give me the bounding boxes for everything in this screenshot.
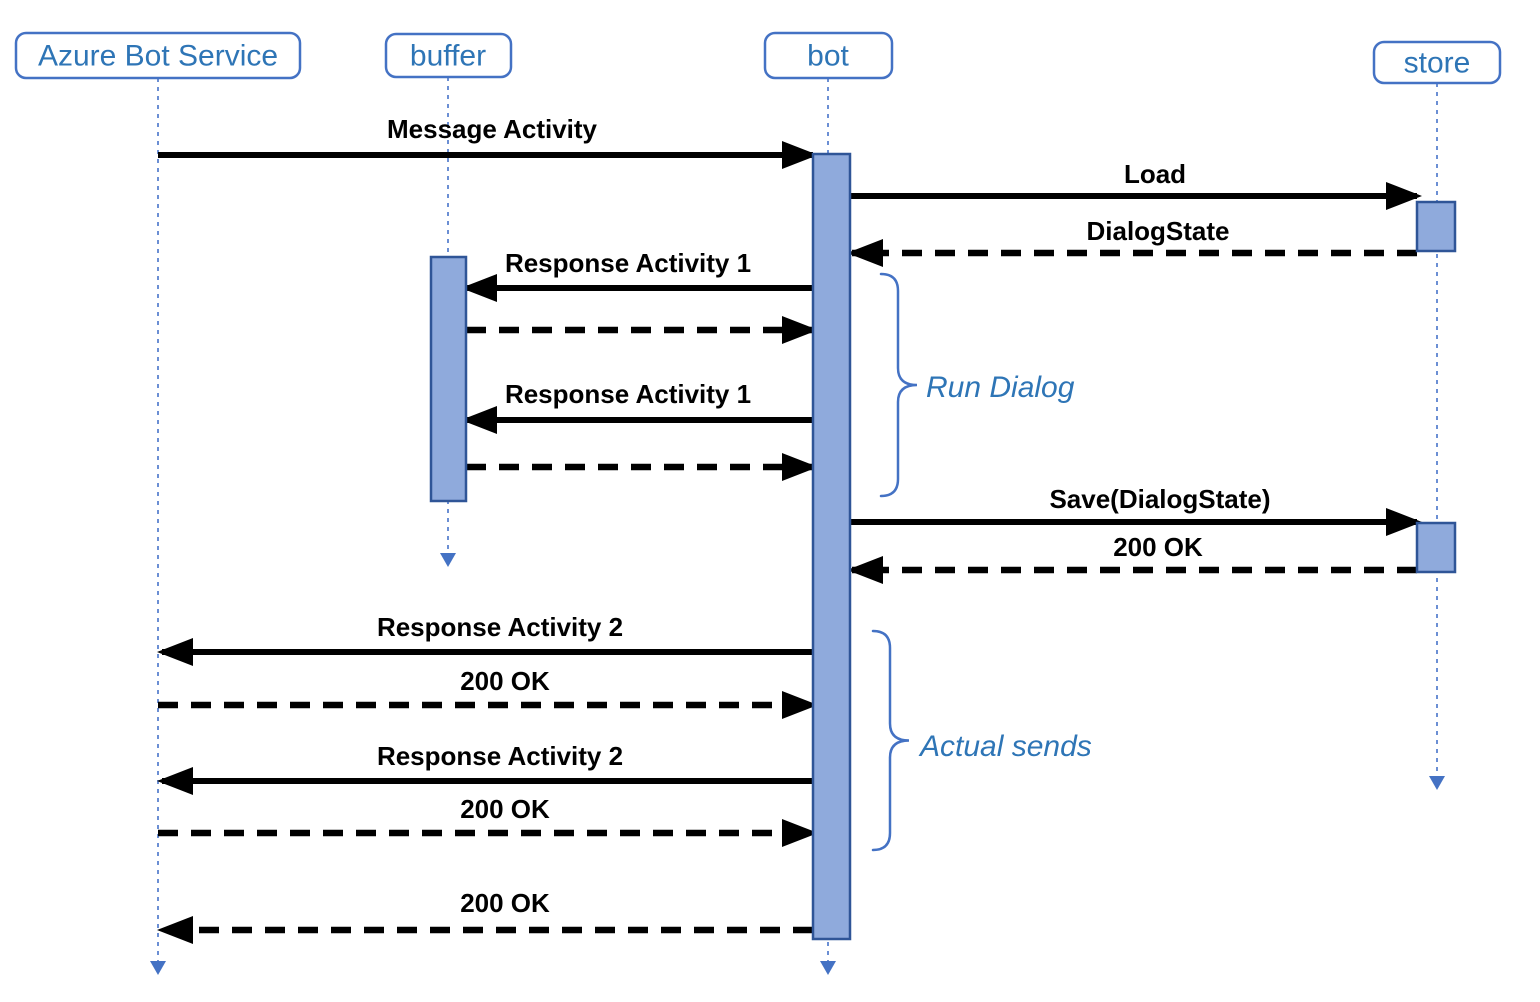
actor-box-buffer — [384, 32, 513, 79]
message-label-8-save-dialogstate: Save(DialogState) — [1049, 484, 1270, 514]
message-label-1-message-activity: Message Activity — [387, 114, 598, 144]
annotation-run-dialog: Run Dialog — [926, 371, 1075, 404]
lifeline-end-arrow-icon-store — [1429, 776, 1445, 790]
actor-box-bot — [763, 31, 894, 80]
actor-box-store — [1372, 40, 1502, 85]
message-label-12-response-activity-2: Response Activity 2 — [377, 741, 623, 771]
lifeline-end-arrow-icon-azure-bot-service — [150, 961, 166, 975]
message-label-2-load: Load — [1124, 159, 1186, 189]
actor-label-store: store — [1404, 47, 1471, 80]
message-label-3-dialogstate: DialogState — [1086, 216, 1229, 246]
activation-bar-store-4 — [1415, 521, 1457, 574]
activation-bar-buffer-2 — [429, 255, 468, 503]
actor-label-buffer: buffer — [410, 40, 486, 73]
annotation-actual-sends: Actual sends — [918, 730, 1092, 763]
brace-icon-run-dialog — [879, 272, 918, 498]
activation-bar-bot-1 — [811, 152, 852, 941]
message-label-13-200-ok: 200 OK — [460, 794, 550, 824]
brace-icon-actual-sends — [871, 629, 910, 852]
message-label-6-response-activity-1: Response Activity 1 — [505, 379, 751, 409]
lifeline-end-arrow-icon-buffer — [440, 553, 456, 567]
actor-box-azure-bot-service — [14, 31, 302, 80]
actor-label-bot: bot — [807, 40, 849, 73]
message-label-10-response-activity-2: Response Activity 2 — [377, 612, 623, 642]
activation-bar-store-3 — [1415, 200, 1457, 253]
message-label-9-200-ok: 200 OK — [1113, 532, 1203, 562]
actor-label-azure-bot-service: Azure Bot Service — [38, 40, 278, 73]
message-label-11-200-ok: 200 OK — [460, 666, 550, 696]
message-label-14-200-ok: 200 OK — [460, 888, 550, 918]
lifeline-end-arrow-icon-bot — [820, 961, 836, 975]
message-label-4-response-activity-1: Response Activity 1 — [505, 248, 751, 278]
